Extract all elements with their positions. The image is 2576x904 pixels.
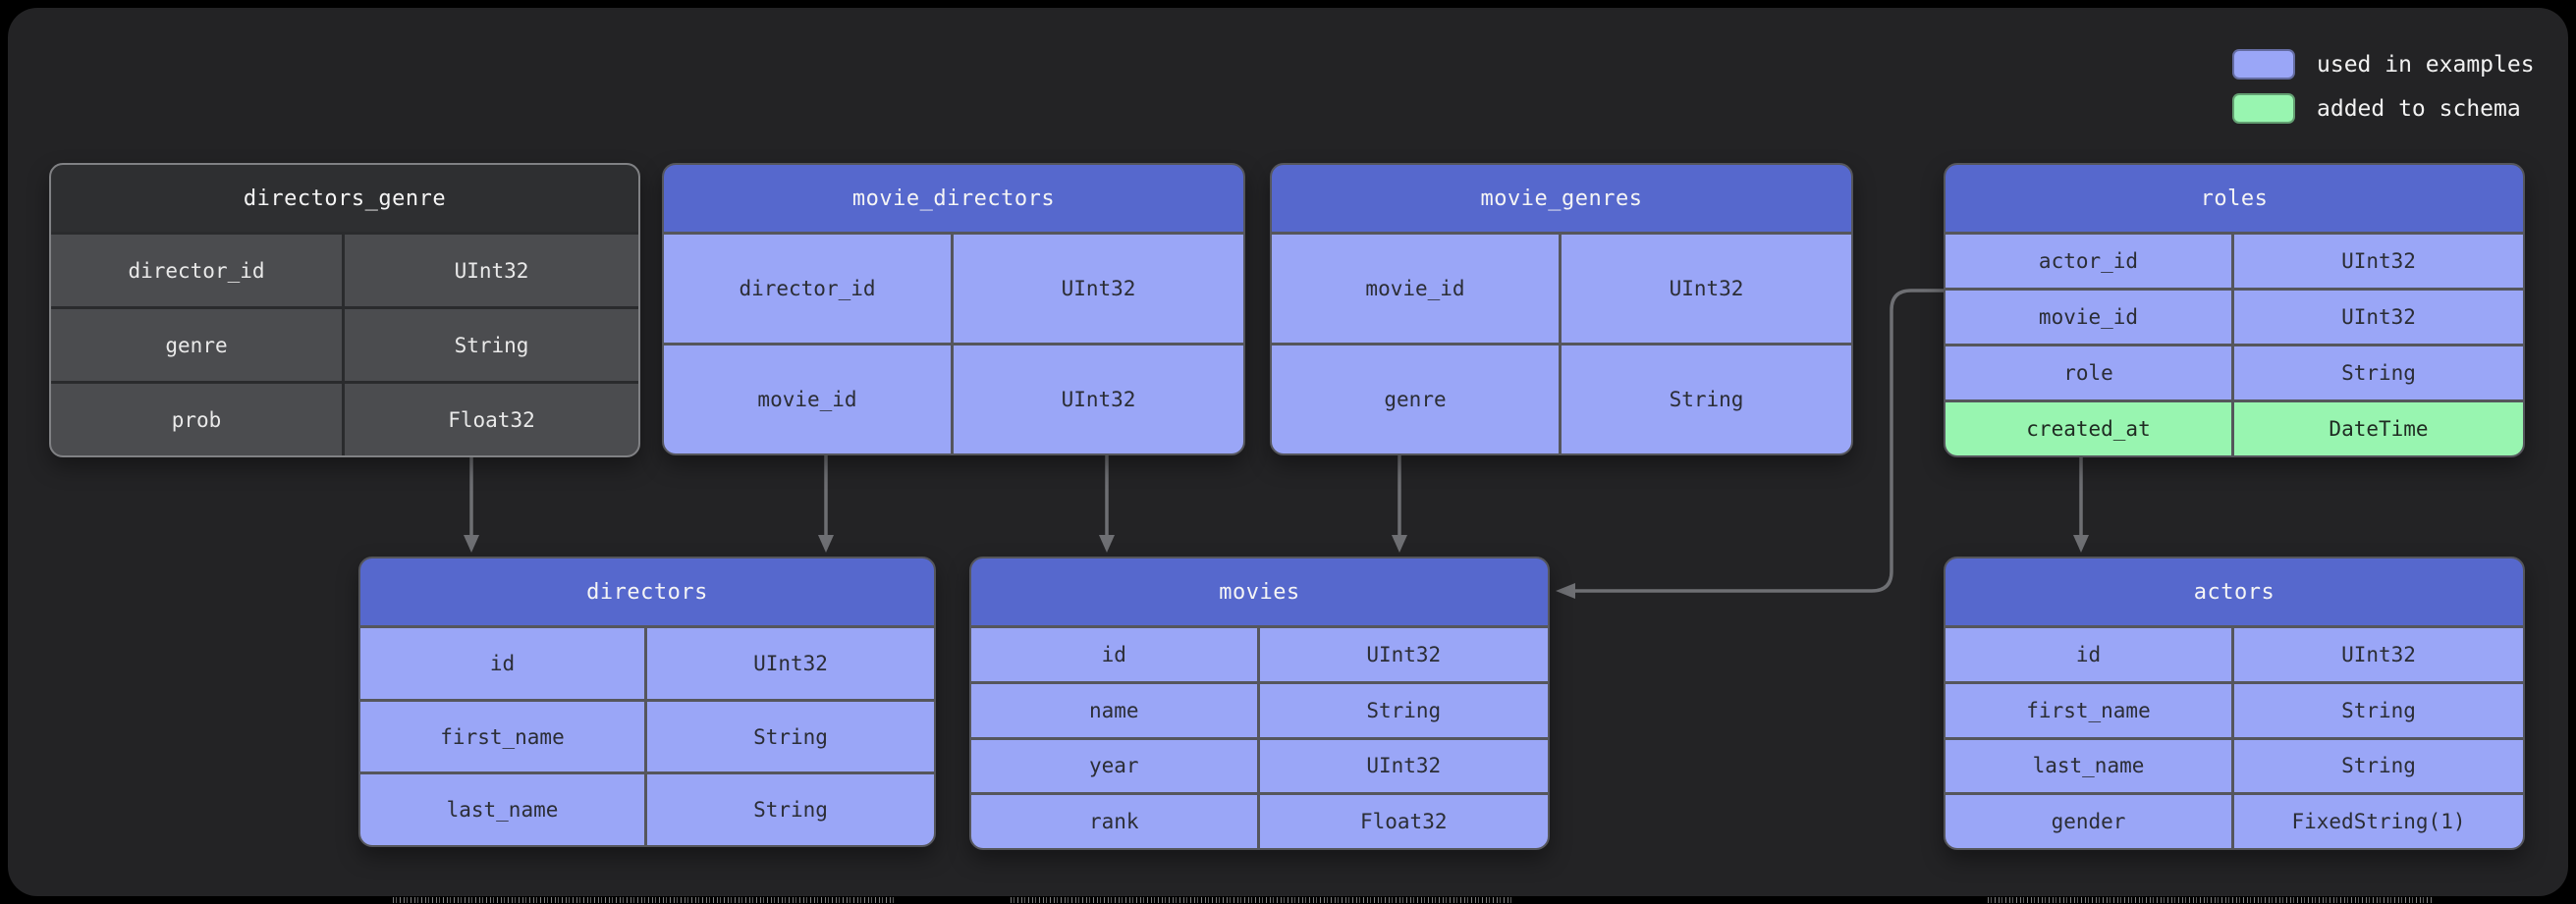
column-name: director_id (664, 235, 954, 343)
table-row: actor_id UInt32 (1946, 232, 2523, 288)
table-row: last_name String (1946, 736, 2523, 793)
column-name: movie_id (1946, 291, 2234, 344)
table-row: director_id UInt32 (51, 232, 638, 306)
table-row: first_name String (1946, 680, 2523, 737)
legend-label: added to schema (2317, 95, 2521, 122)
column-type: UInt32 (2234, 235, 2523, 288)
table-row: movie_id UInt32 (664, 343, 1243, 453)
column-type: FixedString(1) (2234, 795, 2523, 848)
table-row: first_name String (360, 698, 934, 772)
table-roles: roles actor_id UInt32 movie_id UInt32 ro… (1944, 163, 2525, 457)
column-type: UInt32 (1259, 628, 1548, 681)
column-name: actor_id (1946, 235, 2234, 288)
table-movies: movies id UInt32 name String year UInt32… (969, 557, 1550, 850)
cropped-text-artifact (393, 897, 896, 903)
legend-swatch-green (2232, 93, 2295, 124)
table-title: roles (1946, 165, 2523, 232)
column-name: movie_id (1272, 235, 1562, 343)
legend: used in examples added to schema (2232, 49, 2535, 124)
table-title: actors (1946, 558, 2523, 625)
legend-swatch-blue (2232, 49, 2295, 80)
table-row: id UInt32 (1946, 625, 2523, 681)
column-type: String (345, 309, 638, 381)
table-title: movie_directors (664, 165, 1243, 232)
table-title: directors_genre (51, 165, 638, 232)
column-name: genre (51, 309, 345, 381)
table-row: name String (971, 680, 1548, 737)
cropped-text-artifact (1011, 897, 1511, 903)
column-name: id (1946, 628, 2234, 681)
table-directors_genre: directors_genre director_id UInt32 genre… (49, 163, 640, 457)
table-row: movie_id UInt32 (1272, 232, 1851, 343)
table-row: role String (1946, 344, 2523, 399)
column-name: prob (51, 384, 345, 455)
column-type: UInt32 (2234, 628, 2523, 681)
column-name: id (971, 628, 1260, 681)
table-row: last_name String (360, 771, 934, 845)
table-title: movie_genres (1272, 165, 1851, 232)
table-row: genre String (51, 306, 638, 381)
column-name: id (360, 628, 647, 699)
column-name: director_id (51, 235, 345, 306)
column-name: year (971, 739, 1260, 793)
table-row: genre String (1272, 343, 1851, 453)
table-actors: actors id UInt32 first_name String last_… (1944, 557, 2525, 850)
column-name: rank (971, 795, 1260, 848)
column-name: movie_id (664, 346, 954, 453)
table-title: directors (360, 558, 934, 625)
column-type: String (647, 774, 934, 845)
table-row: director_id UInt32 (664, 232, 1243, 343)
table-directors: directors id UInt32 first_name String la… (358, 557, 936, 847)
column-name: first_name (1946, 683, 2234, 737)
table-row: gender FixedString(1) (1946, 792, 2523, 848)
column-name: created_at (1946, 402, 2234, 455)
table-title: movies (971, 558, 1548, 625)
column-name: last_name (1946, 739, 2234, 793)
column-name: last_name (360, 774, 647, 845)
column-type: String (647, 701, 934, 772)
column-type: String (1259, 683, 1548, 737)
column-name: first_name (360, 701, 647, 772)
column-type: UInt32 (954, 346, 1243, 453)
column-type: Float32 (1259, 795, 1548, 848)
column-name: role (1946, 346, 2234, 399)
column-type: UInt32 (2234, 291, 2523, 344)
table-row-added-to-schema: created_at DateTime (1946, 399, 2523, 455)
table-movie_genres: movie_genres movie_id UInt32 genre Strin… (1270, 163, 1853, 455)
column-type: DateTime (2234, 402, 2523, 455)
table-row: movie_id UInt32 (1946, 288, 2523, 344)
legend-item-added-to-schema: added to schema (2232, 93, 2535, 124)
legend-label: used in examples (2317, 51, 2535, 78)
column-name: gender (1946, 795, 2234, 848)
column-type: String (2234, 739, 2523, 793)
column-type: Float32 (345, 384, 638, 455)
column-name: name (971, 683, 1260, 737)
legend-item-used-in-examples: used in examples (2232, 49, 2535, 80)
table-row: id UInt32 (971, 625, 1548, 681)
table-row: id UInt32 (360, 625, 934, 699)
cropped-text-artifact (1988, 897, 2432, 903)
table-row: prob Float32 (51, 381, 638, 455)
column-type: UInt32 (954, 235, 1243, 343)
column-type: UInt32 (1562, 235, 1851, 343)
column-type: UInt32 (1259, 739, 1548, 793)
table-row: rank Float32 (971, 792, 1548, 848)
column-type: String (2234, 346, 2523, 399)
table-row: year UInt32 (971, 736, 1548, 793)
column-type: String (2234, 683, 2523, 737)
column-type: UInt32 (345, 235, 638, 306)
column-type: UInt32 (647, 628, 934, 699)
column-name: genre (1272, 346, 1562, 453)
column-type: String (1562, 346, 1851, 453)
table-movie_directors: movie_directors director_id UInt32 movie… (662, 163, 1245, 455)
